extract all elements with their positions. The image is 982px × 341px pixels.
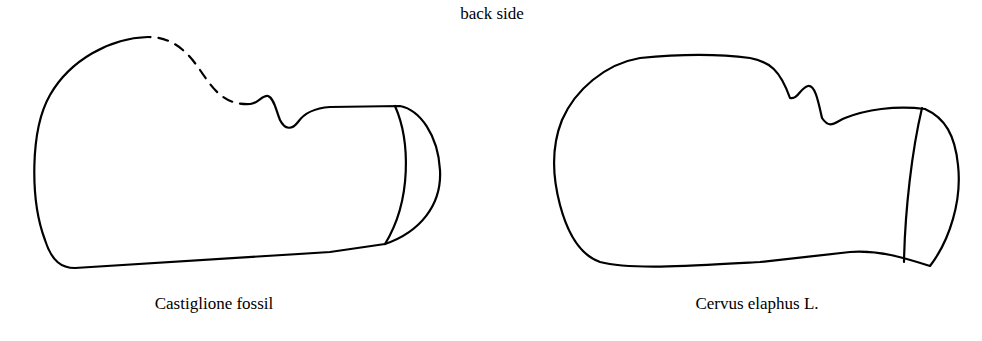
cervus-outline <box>554 55 959 267</box>
specimen-caption: Cervus elaphus L. <box>695 294 818 314</box>
fossil-outline <box>34 37 440 268</box>
view-heading: back side <box>460 4 524 24</box>
specimen-caption: Castiglione fossil <box>155 294 274 314</box>
cervus-facet-line <box>904 108 922 262</box>
fossil-facet-line <box>385 106 406 244</box>
fossil-missing-edge <box>148 37 250 104</box>
